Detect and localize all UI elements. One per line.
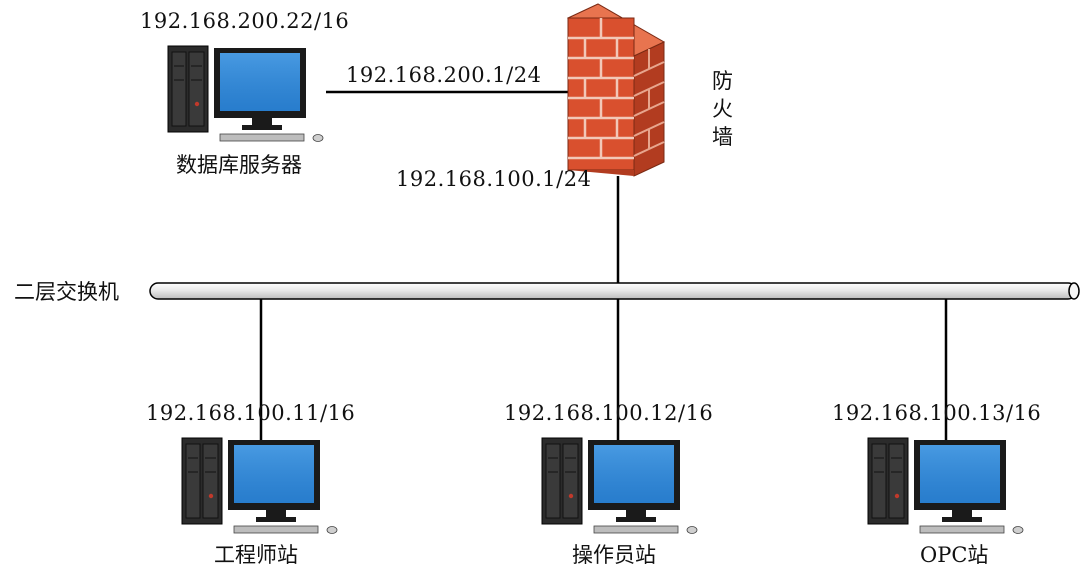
opc-station-computer-icon	[867, 437, 1024, 534]
switch-label: 二层交换机	[14, 280, 119, 304]
firewall-label-char-3: 墙	[712, 125, 733, 149]
engineer-station-ip: 192.168.100.11/16	[146, 401, 355, 425]
operator-station-ip: 192.168.100.12/16	[504, 401, 713, 425]
firewall-icon	[566, 3, 666, 177]
firewall-outside-ip: 192.168.200.1/24	[346, 63, 541, 87]
opc-station-ip: 192.168.100.13/16	[832, 401, 1041, 425]
db-server-ip: 192.168.200.22/16	[140, 9, 349, 33]
firewall-inside-ip: 192.168.100.1/24	[396, 167, 591, 191]
engineer-station-computer-icon	[181, 437, 338, 534]
engineer-station-label: 工程师站	[214, 543, 298, 567]
db-server-computer-icon	[167, 45, 324, 142]
db-server-label: 数据库服务器	[176, 153, 302, 177]
firewall-label-char-1: 防	[712, 69, 733, 93]
opc-station-label: OPC站	[920, 543, 988, 567]
operator-station-label: 操作员站	[572, 543, 656, 567]
switch-bus	[149, 282, 1080, 300]
operator-station-computer-icon	[541, 437, 698, 534]
firewall-label-char-2: 火	[712, 97, 733, 121]
